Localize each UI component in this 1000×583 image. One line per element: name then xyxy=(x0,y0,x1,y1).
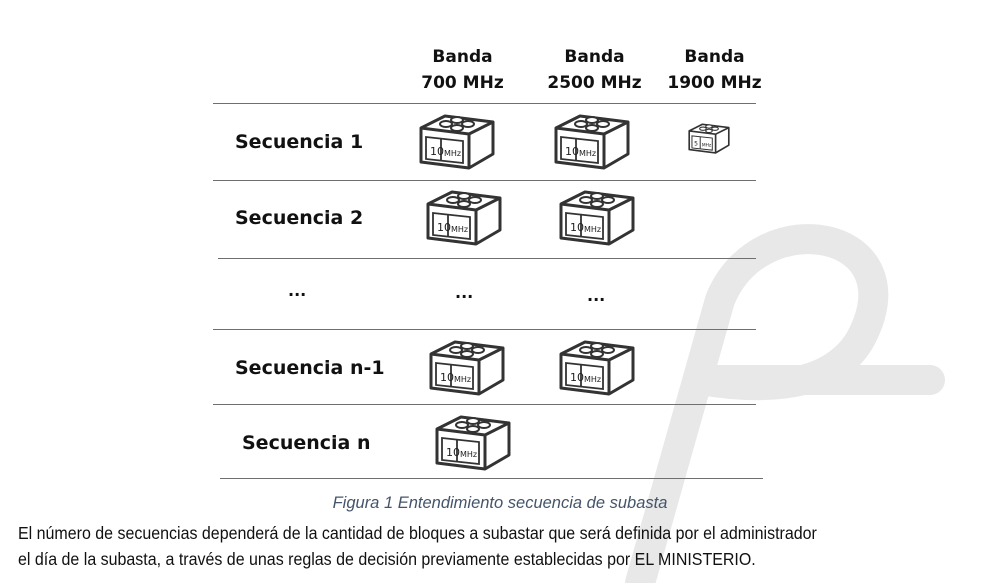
svg-text:10: 10 xyxy=(570,221,584,234)
svg-text:MHz: MHz xyxy=(579,149,596,158)
paragraph-line: El número de secuencias dependerá de la … xyxy=(18,523,817,543)
svg-text:10: 10 xyxy=(565,145,579,158)
svg-text:MHz: MHz xyxy=(702,142,712,148)
paragraph-line: el día de la subasta, a través de unas r… xyxy=(18,549,756,569)
column-header-line: 700 MHz xyxy=(421,73,504,93)
cell-ellipsis: ... xyxy=(455,283,474,302)
column-header-line: Banda xyxy=(564,47,625,67)
svg-text:10: 10 xyxy=(430,145,444,158)
svg-text:10: 10 xyxy=(446,446,460,459)
svg-text:10: 10 xyxy=(440,371,454,384)
column-header-1900: Banda 1900 MHz xyxy=(652,44,777,96)
svg-text:MHz: MHz xyxy=(444,149,461,158)
figure-caption: Figura 1 Entendimiento secuencia de suba… xyxy=(332,494,668,512)
svg-text:MHz: MHz xyxy=(451,225,468,234)
cell-ellipsis: ... xyxy=(587,286,606,305)
column-header-line: Banda xyxy=(684,47,745,67)
row-label-secuencia-1: Secuencia 1 xyxy=(235,131,364,153)
svg-text:MHz: MHz xyxy=(454,375,471,384)
column-header-line: 1900 MHz xyxy=(667,73,762,93)
block-5mhz-icon: 5 MHz xyxy=(687,121,731,155)
table-rule xyxy=(218,258,756,259)
column-header-2500: Banda 2500 MHz xyxy=(532,44,657,96)
svg-text:10: 10 xyxy=(570,371,584,384)
svg-text:MHz: MHz xyxy=(584,375,601,384)
svg-text:MHz: MHz xyxy=(584,225,601,234)
column-header-700: Banda 700 MHz xyxy=(400,44,525,96)
table-rule xyxy=(213,404,756,405)
row-label-secuencia-n: Secuencia n xyxy=(242,432,371,454)
table-rule xyxy=(220,478,763,479)
row-label-secuencia-2: Secuencia 2 xyxy=(235,207,364,229)
svg-text:5: 5 xyxy=(694,141,698,148)
table-rule xyxy=(213,180,756,181)
column-header-line: Banda xyxy=(432,47,493,67)
body-paragraph: El número de secuencias dependerá de la … xyxy=(18,520,925,572)
row-label-secuencia-n-1: Secuencia n-1 xyxy=(235,357,385,379)
table-rule xyxy=(213,329,756,330)
row-label-ellipsis: ... xyxy=(288,281,307,300)
svg-text:10: 10 xyxy=(437,221,451,234)
column-header-line: 2500 MHz xyxy=(547,73,642,93)
table-rule xyxy=(213,103,756,104)
svg-text:MHz: MHz xyxy=(460,450,477,459)
